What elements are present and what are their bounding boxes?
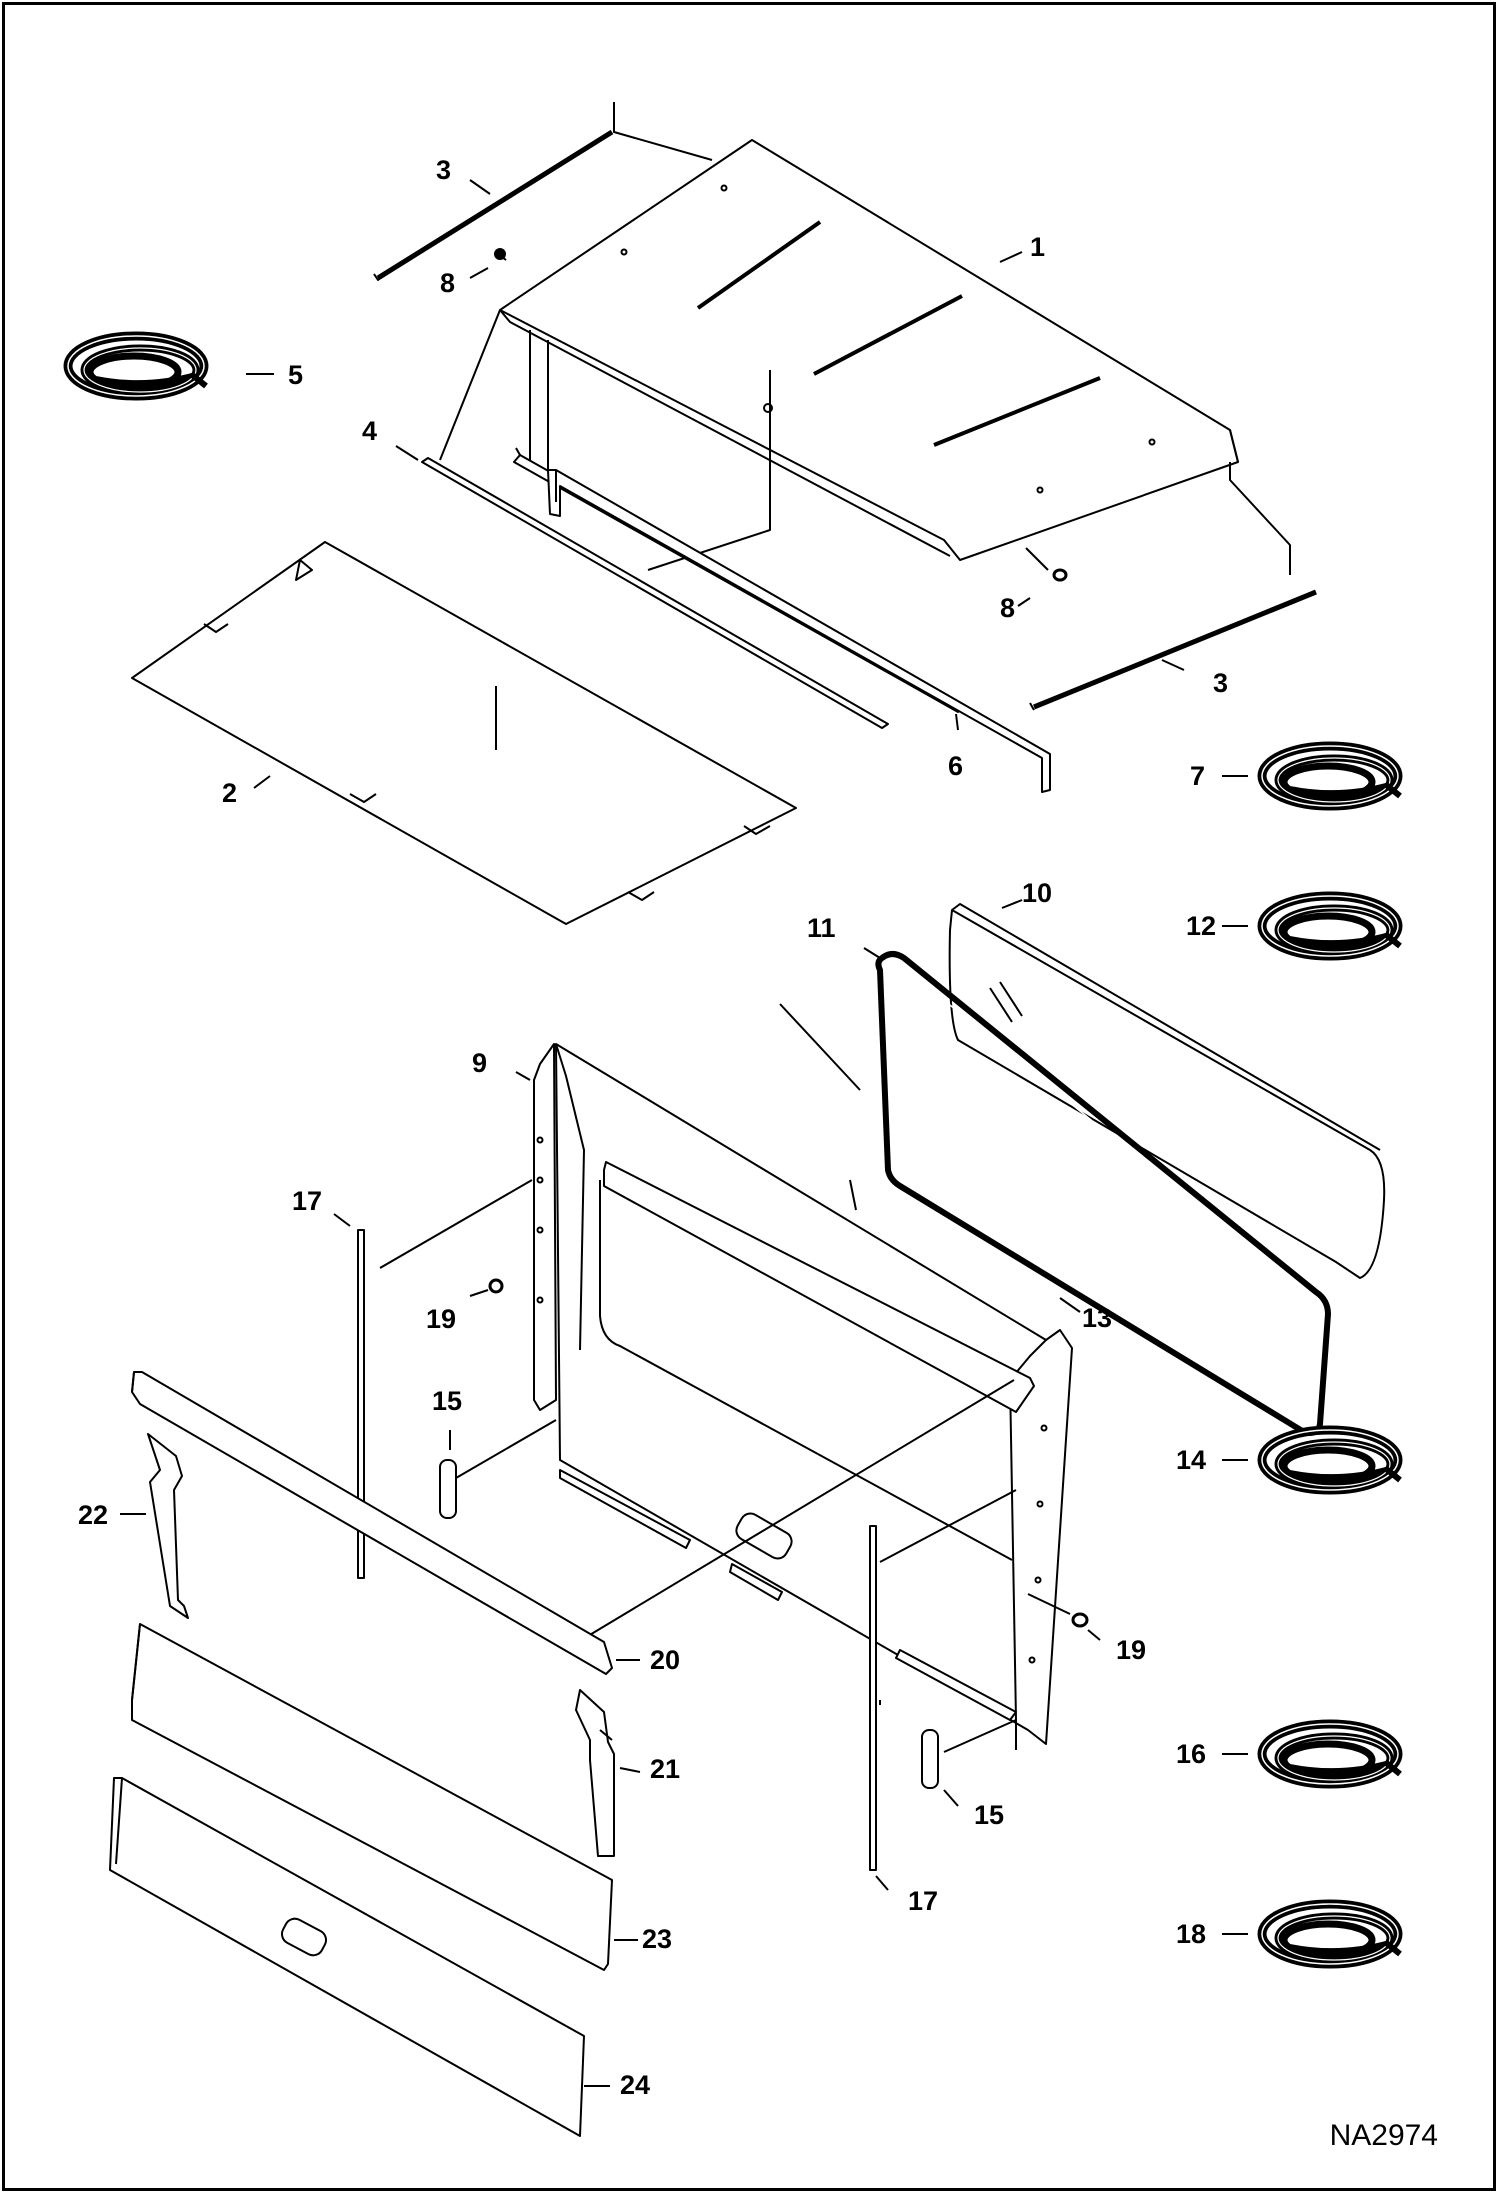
seal-coil <box>1262 1904 1400 1964</box>
spacer <box>439 1459 457 1519</box>
grommet <box>1027 1593 1089 1628</box>
callout-label: 9 <box>472 1048 488 1078</box>
callout-label: 8 <box>440 268 456 298</box>
grommet <box>1052 568 1068 582</box>
side-rod <box>357 1229 365 1579</box>
callout-label: 12 <box>1186 911 1217 941</box>
callout-label: 13 <box>1082 1303 1113 1333</box>
callout-label: 17 <box>908 1886 939 1916</box>
rod <box>421 457 889 729</box>
roof-side-strip <box>373 129 614 281</box>
callout-label: 8 <box>1000 593 1016 623</box>
rear-panel <box>131 1623 613 1971</box>
callout-label: 5 <box>288 360 304 390</box>
spacer <box>921 1729 939 1789</box>
callout-label: 7 <box>1190 761 1206 791</box>
callout-label: 20 <box>650 1645 681 1675</box>
callout-label: 18 <box>1176 1919 1207 1949</box>
roof-panel <box>499 139 1291 575</box>
top-channel <box>547 469 1051 793</box>
callout-label: 11 <box>807 913 836 943</box>
grommet <box>494 248 506 260</box>
seal-coil <box>1262 1724 1400 1784</box>
callout-label: 15 <box>974 1800 1005 1830</box>
top-trim <box>131 1371 613 1675</box>
callout-label: 22 <box>78 1500 109 1530</box>
callout-label: 24 <box>620 2070 651 2100</box>
callout-label: 16 <box>1176 1739 1207 1769</box>
corner-bracket <box>147 1433 189 1619</box>
grommet <box>488 1278 504 1294</box>
callout-label: 17 <box>292 1186 323 1216</box>
callout-label: 21 <box>650 1754 681 1784</box>
callout-label: 3 <box>436 155 452 185</box>
headliner <box>131 541 797 925</box>
callout-label: 2 <box>222 778 238 808</box>
rear-frame <box>533 1043 1073 1750</box>
callout-label: 3 <box>1213 668 1229 698</box>
figure-id: NA2974 <box>1329 2119 1438 2152</box>
seal-coil <box>68 336 206 396</box>
callout-label: 15 <box>432 1386 463 1416</box>
callout-label: 1 <box>1030 232 1046 262</box>
callout-label: 10 <box>1022 878 1053 908</box>
callout-label: 19 <box>426 1304 457 1334</box>
corner-bracket <box>575 1689 615 1857</box>
callout-label: 6 <box>948 751 964 781</box>
side-rod <box>869 1525 877 1871</box>
seal-coil <box>1262 746 1400 806</box>
lower-panel <box>109 1777 585 2137</box>
callout-label: 19 <box>1116 1635 1147 1665</box>
seal-coil <box>1262 1430 1400 1490</box>
callout-label: 4 <box>362 416 378 446</box>
roof-side-strip <box>1029 589 1317 711</box>
callout-label: 14 <box>1176 1445 1207 1475</box>
seal-coil <box>1262 896 1400 956</box>
callout-label: 23 <box>642 1924 673 1954</box>
